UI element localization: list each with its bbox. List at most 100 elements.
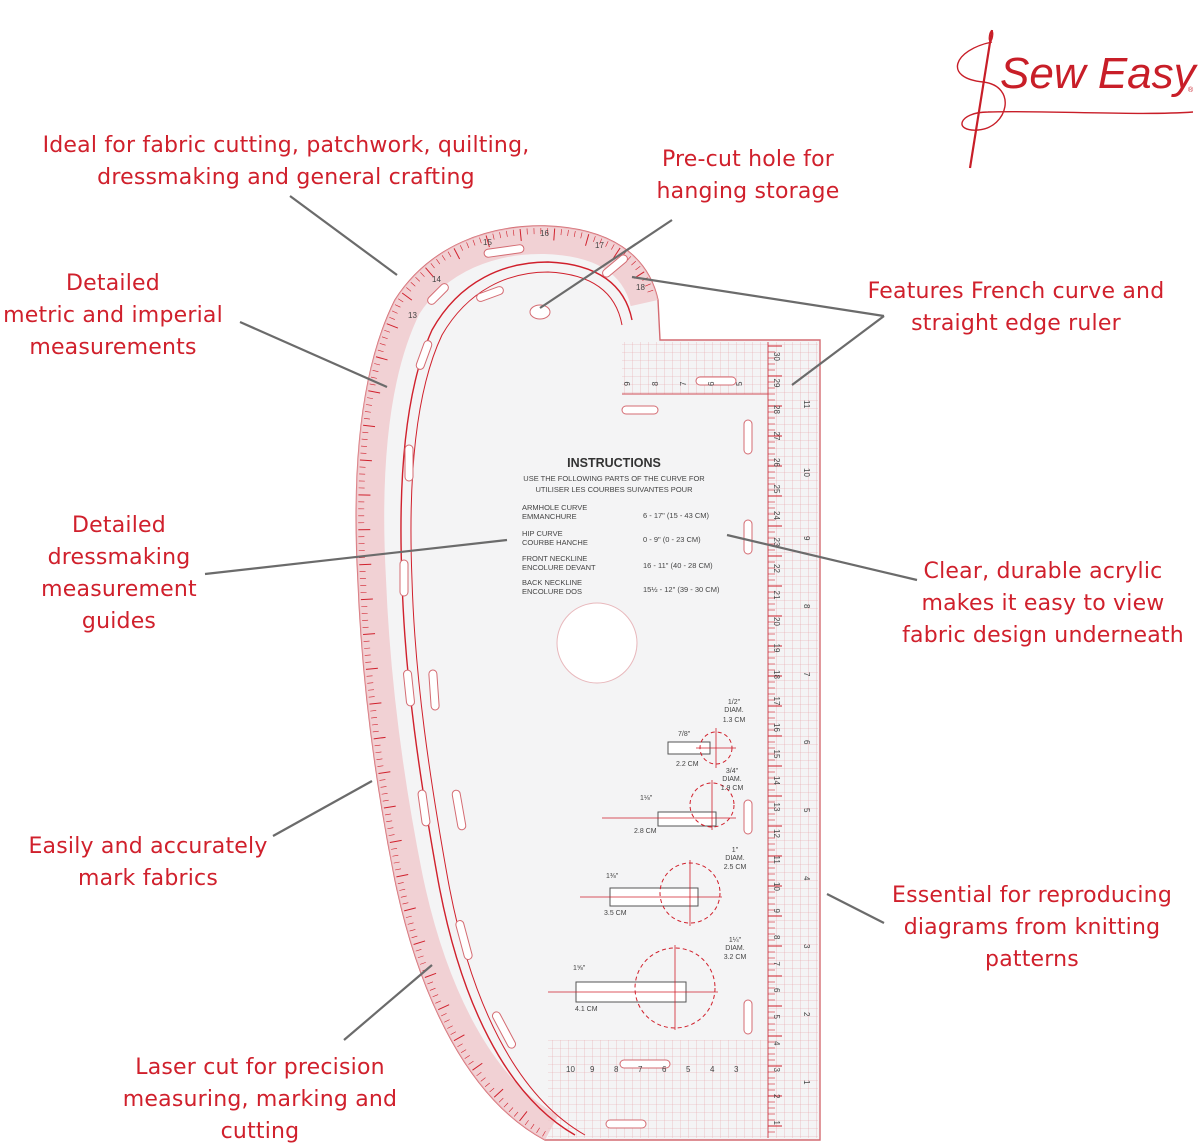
- instructions-title: INSTRUCTIONS: [567, 456, 661, 470]
- scale-label: 26: [772, 458, 781, 467]
- logo-text: Sew Easy: [1000, 49, 1198, 98]
- svg-text:BACK NECKLINE: BACK NECKLINE: [522, 578, 582, 587]
- scale-label: 9: [772, 909, 781, 914]
- svg-text:DIAM.: DIAM.: [722, 776, 742, 783]
- bottom-grid-band: [548, 1040, 768, 1138]
- leader-french-curve-1: [632, 277, 884, 316]
- scale-label: 30: [772, 352, 781, 361]
- scale-label: 5: [802, 808, 811, 813]
- scale-label: 6: [662, 1065, 667, 1074]
- scale-label: 17: [772, 697, 781, 706]
- scale-label: 9: [590, 1065, 595, 1074]
- leader-metric: [240, 322, 387, 387]
- scale-label: 29: [772, 379, 781, 388]
- scale-label: 8: [802, 604, 811, 609]
- scale-label: 18: [772, 670, 781, 679]
- scale-label: 1: [802, 1080, 811, 1085]
- scale-label: 20: [772, 617, 781, 626]
- scale-label: 6: [772, 988, 781, 993]
- svg-text:DIAM.: DIAM.: [724, 707, 744, 714]
- scale-label: 28: [772, 405, 781, 414]
- svg-text:1⅝": 1⅝": [573, 965, 586, 972]
- center-hole: [557, 603, 637, 683]
- scale-label: 14: [772, 776, 781, 785]
- scale-label: 9: [802, 536, 811, 541]
- scale-label: 10: [566, 1065, 575, 1074]
- svg-text:16 - 11" (40 - 28 CM): 16 - 11" (40 - 28 CM): [643, 561, 713, 570]
- svg-text:1.3 CM: 1.3 CM: [723, 717, 746, 724]
- instructions-sub-2: UTILISER LES COURBES SUIVANTES POUR: [536, 485, 694, 494]
- svg-text:DIAM.: DIAM.: [725, 855, 745, 862]
- scale-label: 2: [802, 1012, 811, 1017]
- svg-text:7/8": 7/8": [678, 731, 691, 738]
- leader-mark-fabrics: [273, 781, 372, 836]
- scale-label: 24: [772, 511, 781, 520]
- scale-label: 9: [623, 381, 632, 386]
- scale-label: 16: [540, 229, 549, 238]
- svg-text:2.8 CM: 2.8 CM: [634, 828, 657, 835]
- svg-text:2.2 CM: 2.2 CM: [676, 761, 699, 768]
- svg-text:1": 1": [732, 847, 739, 854]
- svg-text:3.2 CM: 3.2 CM: [724, 954, 747, 961]
- svg-text:2.5 CM: 2.5 CM: [724, 864, 747, 871]
- leader-fabric-cutting: [290, 196, 397, 275]
- scale-label: 4: [710, 1065, 715, 1074]
- scale-label: 14: [432, 275, 441, 284]
- scale-label: 27: [772, 432, 781, 441]
- instructions-sub-1: USE THE FOLLOWING PARTS OF THE CURVE FOR: [523, 474, 705, 483]
- scale-label: 8: [772, 935, 781, 940]
- scale-label: 8: [614, 1065, 619, 1074]
- scale-label: 5: [772, 1015, 781, 1020]
- leader-laser-cut: [344, 965, 432, 1040]
- scale-label: 3: [802, 944, 811, 949]
- svg-text:FRONT NECKLINE: FRONT NECKLINE: [522, 554, 587, 563]
- scale-label: 4: [802, 876, 811, 881]
- scale-label: 6: [802, 740, 811, 745]
- scale-label: 12: [772, 829, 781, 838]
- scale-label: 17: [595, 241, 604, 250]
- registered-mark-icon: ®: [1188, 86, 1194, 94]
- scale-label: 7: [802, 672, 811, 677]
- svg-text:0 - 9" (0 - 23 CM): 0 - 9" (0 - 23 CM): [643, 535, 701, 544]
- scale-label: 19: [772, 644, 781, 653]
- svg-text:3.5 CM: 3.5 CM: [604, 910, 627, 917]
- svg-text:ARMHOLE CURVE: ARMHOLE CURVE: [522, 503, 587, 512]
- scale-label: 11: [772, 856, 781, 865]
- scale-label: 7: [638, 1065, 643, 1074]
- svg-text:ENCOLURE DEVANT: ENCOLURE DEVANT: [522, 563, 596, 572]
- scale-label: 15: [772, 750, 781, 759]
- svg-text:6 - 17" (15 - 43 CM): 6 - 17" (15 - 43 CM): [643, 511, 710, 520]
- scale-label: 5: [686, 1065, 691, 1074]
- scale-label: 13: [408, 311, 417, 320]
- scale-label: 10: [802, 468, 811, 477]
- svg-text:1/2": 1/2": [728, 699, 741, 706]
- scale-label: 6: [707, 381, 716, 386]
- scale-label: 18: [636, 283, 645, 292]
- svg-text:COURBE HANCHE: COURBE HANCHE: [522, 538, 588, 547]
- scale-label: 11: [802, 400, 811, 409]
- scale-label: 5: [735, 381, 744, 386]
- top-grid-band: [622, 342, 768, 394]
- svg-text:4.1 CM: 4.1 CM: [575, 1006, 598, 1013]
- scale-label: 22: [772, 564, 781, 573]
- scale-label: 8: [651, 381, 660, 386]
- svg-text:1⅛": 1⅛": [640, 795, 653, 802]
- scale-label: 25: [772, 485, 781, 494]
- needle-icon: [970, 30, 992, 168]
- svg-text:ENCOLURE DOS: ENCOLURE DOS: [522, 587, 582, 596]
- scale-label: 21: [772, 591, 781, 600]
- sew-easy-logo: Sew Easy ®: [948, 20, 1198, 170]
- scale-label: 10: [772, 882, 781, 891]
- scale-label: 7: [772, 962, 781, 967]
- svg-text:3/4": 3/4": [726, 768, 739, 775]
- scale-label: 13: [772, 803, 781, 812]
- scale-label: 7: [679, 381, 688, 386]
- scale-label: 16: [772, 723, 781, 732]
